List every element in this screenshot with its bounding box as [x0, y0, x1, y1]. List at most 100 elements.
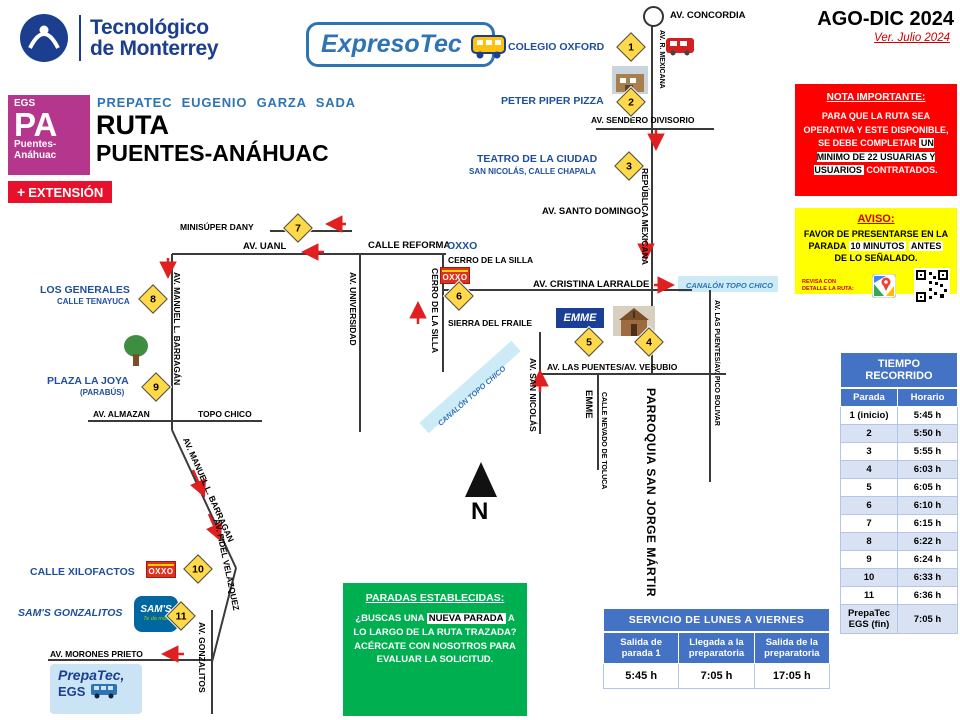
lbl-parabus: (PARABÚS): [80, 388, 125, 397]
lbl-cerro-silla-h: CERRO DE LA SILLA: [448, 255, 534, 265]
lbl-topo-chico: TOPO CHICO: [198, 409, 252, 419]
tiempo-row: PrepaTec EGS (fin)7:05 h: [840, 604, 958, 634]
lbl-emme-v: EMME: [583, 390, 594, 419]
servicio-col-header-2: Salida de la preparatoria: [753, 632, 831, 664]
lbl-av-santo-domingo: AV. SANTO DOMINGO: [542, 206, 642, 217]
oxxo-logo-text: OXXO: [442, 269, 468, 282]
servicio-col-header-1: Llegada a la preparatoria: [678, 632, 755, 664]
expresotec-bus-icon: [470, 35, 506, 59]
concordia-circle-marker: [643, 6, 664, 27]
lbl-cristina-larralde: AV. CRISTINA LARRALDE: [533, 279, 650, 290]
lbl-republica-mexicana: REPÚBLICA MEXICANA: [640, 168, 650, 265]
sams-logo-text: SAM'S: [140, 604, 172, 616]
canal-band-diagonal: [419, 340, 521, 434]
prepatec-label: PrepaTec,: [58, 667, 125, 683]
version-label: Ver. Julio 2024: [874, 32, 950, 44]
route-badge: EGS PA Puentes- Anáhuac: [8, 95, 90, 175]
lbl-colegio-oxford: COLEGIO OXFORD: [508, 41, 605, 53]
lbl-teatro-ciudad: TEATRO DE LA CIUDAD: [477, 153, 598, 165]
route-name: PUENTES-ANÁHUAC: [96, 140, 329, 166]
compass-triangle-icon: [465, 462, 497, 497]
lbl-av-san-nicolas: AV. SAN NICOLÁS: [528, 358, 538, 432]
lbl-pico-bolivar: AV. LAS PUENTES/AV. PICO BOLIVAR: [713, 300, 720, 426]
servicio-title: SERVICIO DE LUNES A VIERNES: [603, 608, 830, 632]
expresotec-text-2: Tec: [419, 30, 462, 58]
lbl-plaza-la-joya: PLAZA LA JOYA: [47, 375, 129, 387]
school-label: PREPATEC EUGENIO GARZA SADA: [97, 95, 356, 110]
servicio-panel: SERVICIO DE LUNES A VIERNES Salida de pa…: [602, 608, 831, 689]
lbl-nevado-toluca: CALLE NEVADO DE TOLUCA: [600, 392, 607, 490]
aviso-body: FAVOR DE PRESENTARSE EN LA PARADA 10 MIN…: [803, 229, 949, 264]
emme-logo: EMME: [556, 308, 604, 328]
servicio-col-value-0: 5:45 h: [602, 663, 680, 689]
tiempo-col-parada: Parada: [840, 388, 898, 407]
route-badge-campus: EGS: [14, 98, 36, 109]
route-title: RUTA: [96, 110, 169, 140]
expresotec-logo: ExpresoTec: [306, 22, 506, 67]
lbl-peter-piper-pizza: PETER PIPER PIZZA: [501, 95, 604, 107]
prepatec-egs-box: PrepaTec, EGS: [50, 664, 142, 714]
paradas-body: ¿BUSCAS UNA NUEVA PARADA A LO LARGO DE L…: [353, 613, 517, 666]
aviso-revisa-label: REVISA CON DETALLE LA RUTA:: [802, 279, 854, 293]
route-badge-code: PA: [14, 106, 58, 143]
prepatec-egs-label: EGS: [58, 683, 86, 699]
servicio-col-value-2: 17:05 h: [753, 663, 831, 689]
oxxo-logo: OXXO: [440, 267, 470, 284]
lbl-teatro-sub: SAN NICOLÁS, CALLE CHAPALA: [469, 167, 596, 176]
lbl-av-gonzalitos: AV. GONZALITOS: [197, 622, 207, 693]
google-maps-icon: [872, 274, 896, 299]
route-badge-name-2: Anáhuac: [14, 149, 57, 161]
tec-logo-divider: [79, 15, 81, 61]
qr-code: [914, 268, 950, 305]
tec-logo-line1: Tecnológico: [90, 15, 209, 39]
lbl-manuel-barragan-v: AV. MANUEL L. BARRAGÁN: [172, 272, 182, 386]
aviso-title: AVISO:: [857, 213, 895, 225]
term-label: AGO-DIC 2024: [817, 8, 954, 30]
route-badge-name-1: Puentes-: [14, 139, 57, 151]
lbl-calle-xilofactos: CALLE XILOFACTOS: [30, 566, 135, 578]
extension-plus: +: [17, 184, 26, 200]
lbl-sams-gonzalitos: SAM'S GONZALITOS: [18, 607, 123, 619]
lbl-av-almazan: AV. ALMAZAN: [93, 409, 150, 419]
route-arrows: [159, 130, 675, 663]
canal-band-horizontal: [678, 276, 778, 292]
lbl-compass-n: N: [471, 498, 489, 525]
bus-stop-icon: [666, 38, 694, 56]
lbl-sierra-fraile: SIERRA DEL FRAILE: [448, 318, 533, 328]
oxxo-logo-2: OXXO: [146, 561, 176, 578]
sams-logo-tagline: Te da más: [143, 616, 169, 623]
tiempo-col-horario: Horario: [897, 388, 958, 407]
lbl-las-puentes-vesubio: AV. LAS PUENTES/AV. VESUBIO: [547, 362, 678, 372]
servicio-col-value-1: 7:05 h: [678, 663, 755, 689]
lbl-oxxo-text: OXXO: [447, 240, 478, 252]
tec-logo-line2: de Monterrey: [90, 37, 219, 60]
lbl-calle-reforma: CALLE REFORMA: [368, 240, 451, 251]
tiempo-recorrido-panel: TIEMPO RECORRIDO Parada Horario 1 (inici…: [840, 352, 958, 634]
extension-badge: +EXTENSIÓN: [8, 181, 113, 203]
lbl-los-generales: LOS GENERALES: [40, 284, 130, 296]
tiempo-title: TIEMPO RECORRIDO: [840, 352, 958, 388]
lbl-av-uanl: AV. UANL: [243, 241, 287, 252]
lbl-av-universidad: AV. UNIVERSIDAD: [348, 272, 358, 346]
church-photo: [613, 306, 655, 336]
aviso-footer: REVISA CON DETALLE LA RUTA:: [802, 268, 950, 305]
street-lines: [48, 26, 726, 714]
lbl-av-morones-prieto: AV. MORONES PRIETO: [50, 649, 143, 659]
lbl-parroquia: PARROQUIA SAN JORGE MÁRTIR: [644, 388, 658, 598]
expresotec-text-1: Expreso: [321, 30, 420, 58]
nota-title: NOTA IMPORTANTE:: [826, 92, 926, 103]
paradas-establecidas-panel: PARADAS ESTABLECIDAS: ¿BUSCAS UNA NUEVA …: [343, 583, 527, 716]
lbl-av-concordia: AV. CONCORDIA: [670, 10, 746, 21]
paradas-title: PARADAS ESTABLECIDAS:: [365, 592, 505, 604]
tec-logo: Tecnológico de Monterrey: [18, 12, 219, 64]
emme-logo-text: EMME: [563, 312, 597, 324]
servicio-col-header-0: Salida de parada 1: [602, 632, 680, 664]
